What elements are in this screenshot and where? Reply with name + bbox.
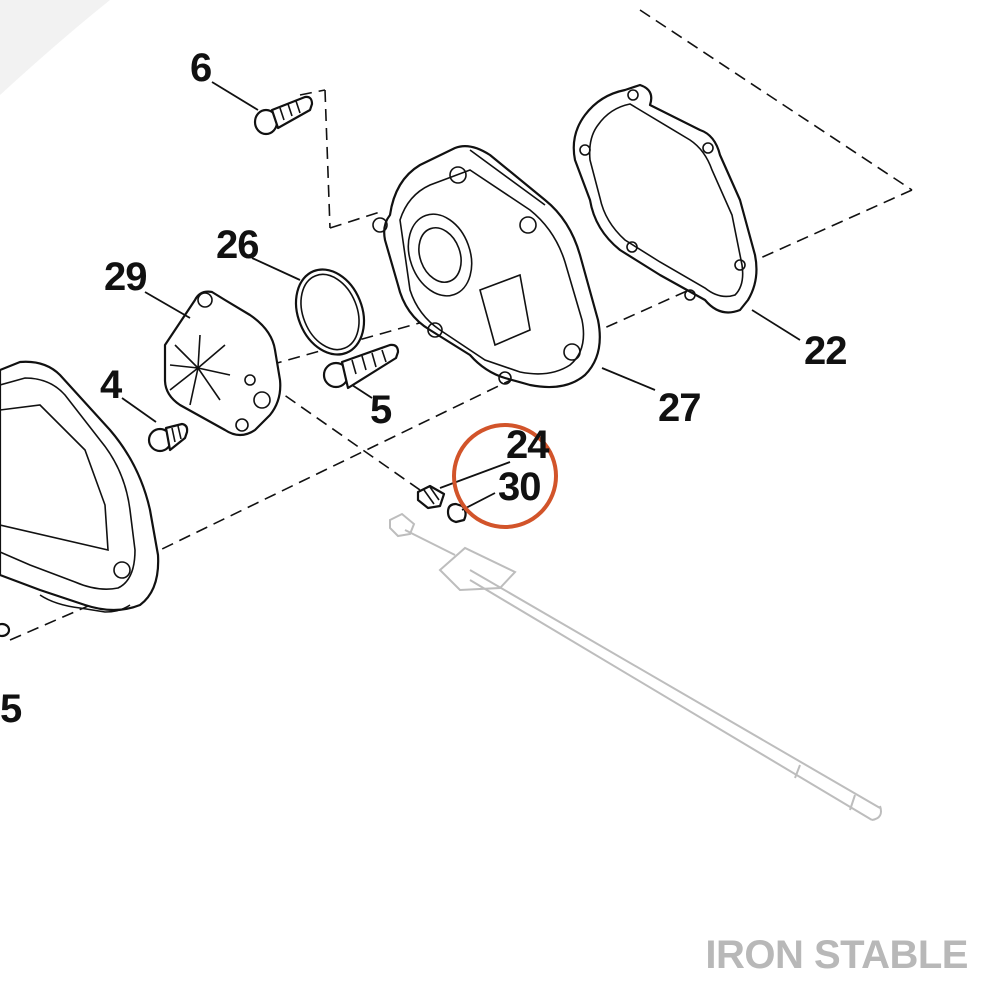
callout-22: 22 xyxy=(804,329,847,373)
callout-4: 4 xyxy=(100,363,123,407)
screw-part-6 xyxy=(253,95,314,136)
leader-lines xyxy=(121,81,801,511)
housing-part-29 xyxy=(163,290,282,437)
gasket-part-22 xyxy=(572,83,758,314)
callout-5-lower: 5 xyxy=(0,687,22,731)
cover-part-27 xyxy=(372,145,601,389)
background-watermark-shape xyxy=(0,0,110,95)
callout-6: 6 xyxy=(190,46,211,90)
screw-part-5-lower xyxy=(0,622,11,638)
callout-24: 24 xyxy=(506,423,550,467)
highlight-circle xyxy=(452,423,558,529)
brand-watermark: IRON STABLE xyxy=(705,933,968,977)
bleeder-valve-part-24 xyxy=(416,484,446,510)
clutch-line-faint xyxy=(389,512,882,821)
callout-30: 30 xyxy=(498,465,541,509)
o-ring-part-26 xyxy=(294,268,366,356)
callout-5-upper: 5 xyxy=(370,388,392,432)
callout-29: 29 xyxy=(104,255,147,299)
callout-27: 27 xyxy=(658,386,701,430)
cap-part-30 xyxy=(446,502,467,524)
screw-part-5-upper xyxy=(322,343,400,390)
callout-26: 26 xyxy=(216,223,259,267)
screw-part-4 xyxy=(147,422,189,453)
side-cover-part xyxy=(0,360,160,613)
